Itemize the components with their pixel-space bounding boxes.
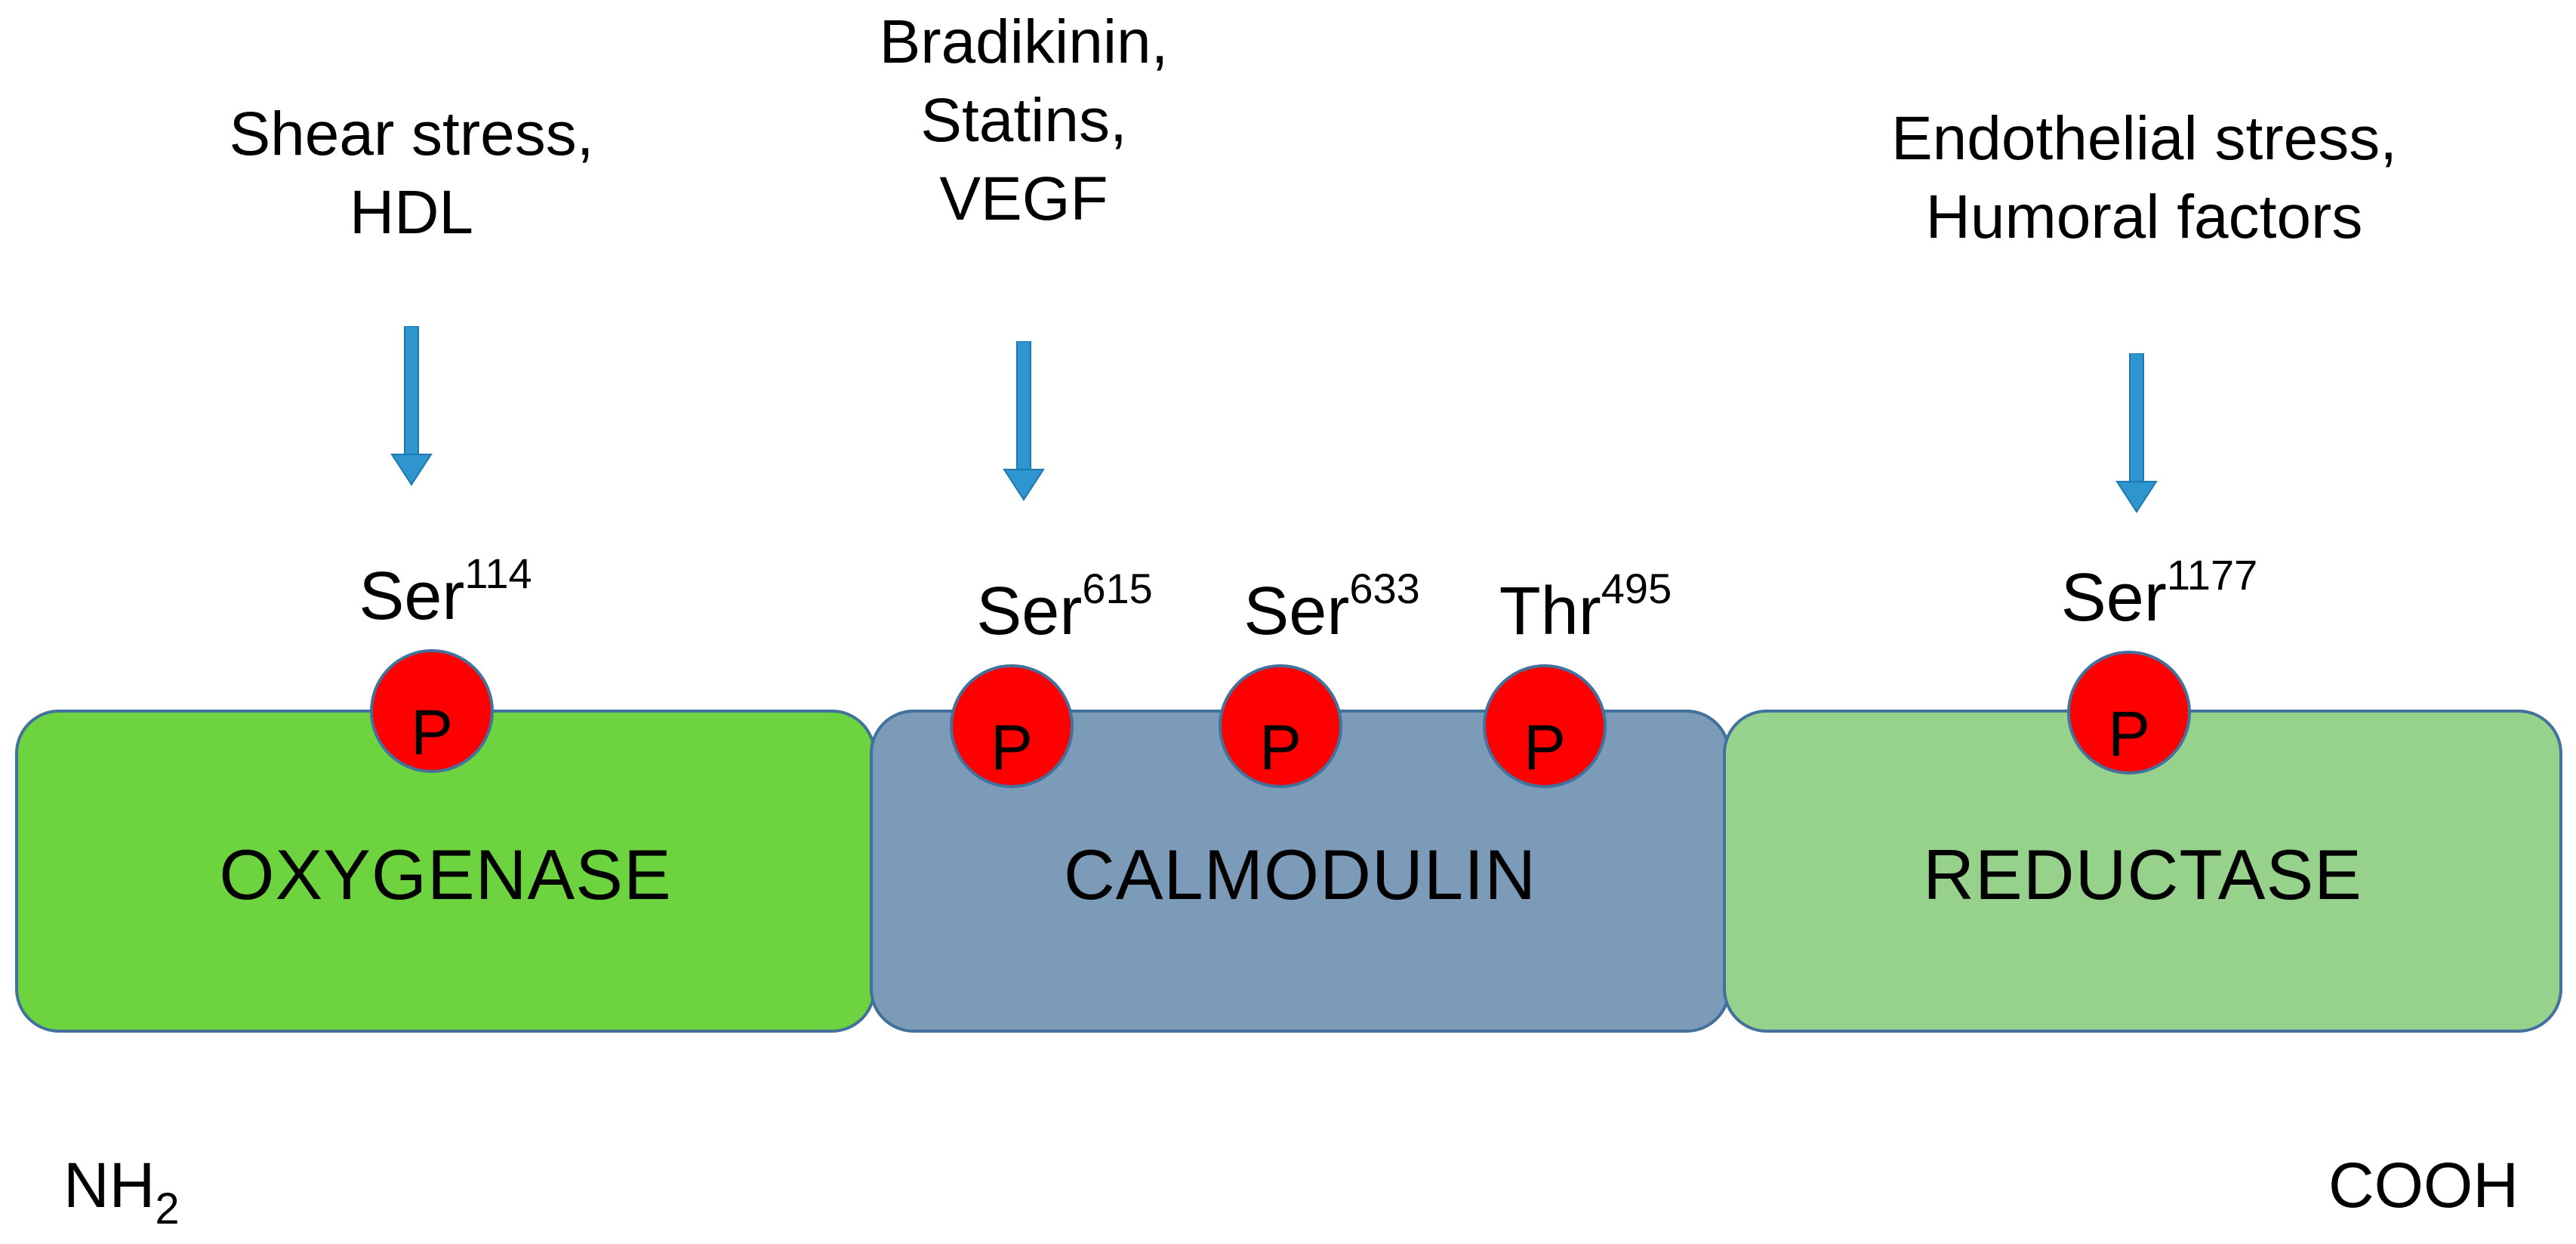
stimulus-line: Endothelial stress, — [1890, 104, 2398, 173]
arrow-down-icon — [2115, 353, 2158, 513]
site-residue: Ser — [2060, 560, 2167, 636]
domain-label: OXYGENASE — [219, 835, 672, 914]
phospho-label: P — [1523, 712, 1567, 783]
arrow-down-icon — [1003, 341, 1045, 501]
stimulus-line: Bradikinin, — [879, 8, 1169, 76]
phospho-label: P — [1259, 712, 1302, 783]
phospho-label: P — [410, 697, 454, 768]
site-residue: Ser — [1243, 574, 1350, 649]
site-residue: Ser — [976, 574, 1083, 649]
site-residue: Ser — [359, 559, 465, 634]
phospho-marker: P — [370, 649, 494, 773]
stimulus-line: Humoral factors — [1925, 183, 2363, 251]
stimulus-oxygenase: Shear stress, HDL — [229, 95, 593, 252]
site-number: 114 — [464, 550, 532, 597]
stimulus-line: VEGF — [939, 165, 1108, 233]
phospho-marker: P — [1219, 664, 1342, 788]
site-residue: Thr — [1499, 574, 1601, 649]
c-terminus-label: COOH — [2328, 1147, 2519, 1223]
phospho-label: P — [990, 712, 1034, 783]
stimulus-line: Statins, — [920, 86, 1127, 155]
site-label-ser114: Ser114 — [359, 543, 532, 634]
domain-label: REDUCTASE — [1923, 835, 2362, 914]
site-number: 495 — [1601, 565, 1672, 612]
phospho-marker: P — [950, 664, 1074, 788]
stimulus-line: HDL — [349, 178, 474, 247]
site-label-thr495: Thr495 — [1499, 559, 1672, 649]
site-label-ser615: Ser615 — [976, 559, 1153, 649]
site-number: 633 — [1349, 565, 1420, 612]
stimulus-reductase: Endothelial stress, Humoral factors — [1891, 100, 2397, 257]
phospho-label: P — [2107, 698, 2151, 769]
n-terminus-base: NH — [63, 1150, 156, 1221]
arrow-down-icon — [390, 326, 433, 486]
n-terminus-label: NH2 — [63, 1147, 180, 1244]
n-terminus-subscript: 2 — [155, 1184, 180, 1233]
phospho-marker: P — [2067, 651, 2191, 774]
stimulus-line: Shear stress, — [229, 100, 594, 168]
domain-label: CALMODULIN — [1063, 835, 1537, 914]
phospho-marker: P — [1483, 664, 1607, 788]
site-label-ser1177: Ser1177 — [2061, 545, 2257, 636]
stimulus-calmodulin: Bradikinin, Statins, VEGF — [880, 3, 1169, 239]
site-number: 615 — [1082, 565, 1153, 612]
site-number: 1177 — [2166, 551, 2258, 599]
site-label-ser633: Ser633 — [1243, 559, 1420, 649]
c-terminus-text: COOH — [2328, 1150, 2519, 1221]
